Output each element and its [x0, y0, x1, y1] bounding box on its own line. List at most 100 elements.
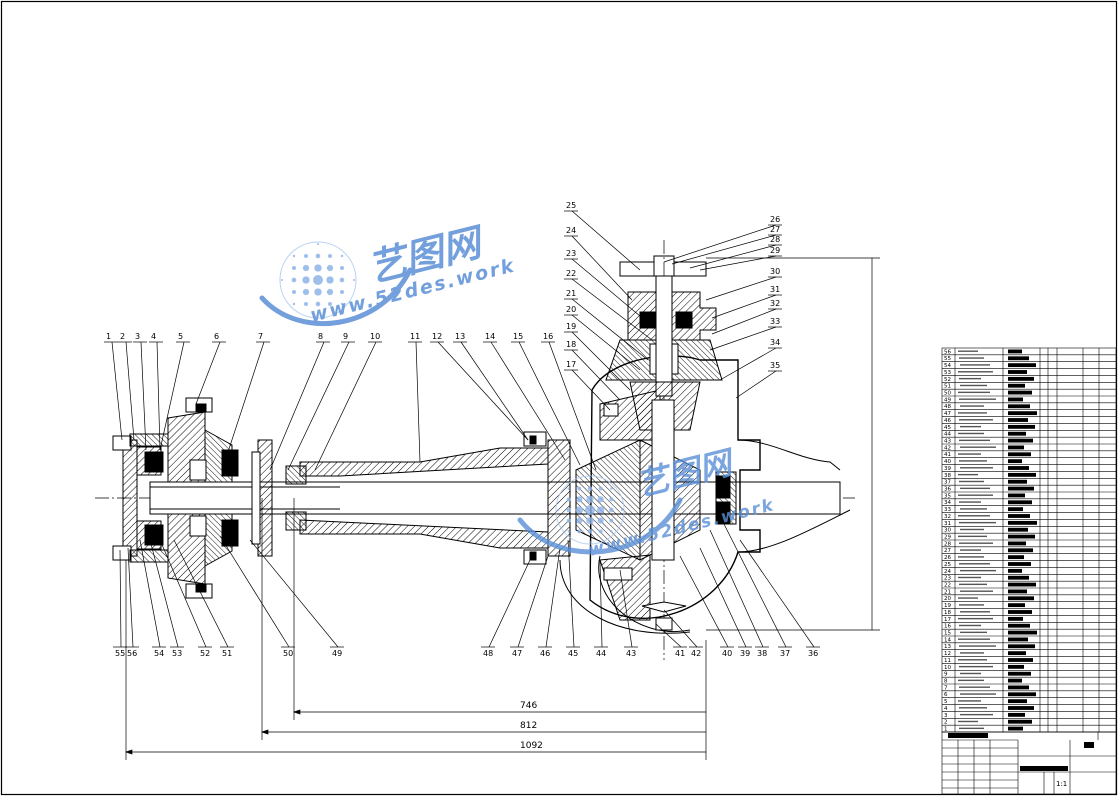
- globe-dot: [302, 264, 310, 272]
- redacted-cell: [1008, 555, 1024, 560]
- parts-row-number: 20: [944, 596, 951, 602]
- part-number: 20: [566, 305, 576, 314]
- globe-dot: [598, 486, 603, 491]
- globe-dot: [589, 477, 591, 479]
- part-number: 10: [370, 332, 380, 341]
- name-cell-text: [960, 549, 981, 551]
- parts-row-number: 12: [944, 651, 951, 657]
- name-cell-text: [959, 398, 996, 400]
- name-cell-text: [960, 508, 987, 510]
- part-number: 31: [770, 285, 780, 294]
- redacted-cell: [1008, 424, 1035, 429]
- name-cell-text: [958, 432, 984, 435]
- part-number: 42: [691, 649, 701, 658]
- parts-row-number: 29: [944, 535, 951, 541]
- leader-line: [571, 235, 633, 301]
- globe-dot: [576, 496, 583, 503]
- part-number: 36: [808, 649, 818, 658]
- part-number: 13: [455, 332, 465, 341]
- globe-dot: [291, 277, 297, 283]
- part-number: 48: [483, 649, 493, 658]
- part-number: 55: [115, 649, 125, 658]
- name-cell-text: [959, 439, 990, 442]
- globe-dot: [353, 279, 355, 281]
- redacted-cell: [1008, 527, 1028, 532]
- globe-dot: [303, 253, 309, 259]
- leader-line: [488, 559, 531, 648]
- redacted-cell: [1008, 376, 1034, 381]
- redacted-cell: [1008, 664, 1024, 669]
- redacted-cell: [1008, 493, 1025, 498]
- parts-row-number: 35: [944, 493, 951, 499]
- part-number: 19: [566, 322, 576, 331]
- redacted-cell: [1008, 637, 1028, 642]
- parts-row-number: 55: [944, 356, 951, 362]
- vertical-pinion-housing: [605, 240, 723, 660]
- parts-row-number: 22: [944, 583, 951, 589]
- leader-line: [571, 278, 653, 341]
- part-number: 54: [154, 649, 164, 658]
- name-cell-text: [959, 542, 993, 544]
- parts-row-number: 52: [944, 377, 951, 383]
- globe-dot: [567, 530, 570, 533]
- name-cell-text: [959, 563, 990, 565]
- globe-dot: [566, 518, 571, 523]
- name-cell-text: [959, 521, 996, 524]
- leader-line: [159, 539, 207, 648]
- redacted-cell: [1008, 699, 1027, 704]
- part-number: 35: [770, 361, 780, 370]
- name-cell-text: [958, 494, 993, 496]
- redacted-cell: [1008, 616, 1023, 621]
- leader-line: [269, 341, 325, 471]
- redacted-cell: [1008, 404, 1030, 409]
- leader-line: [723, 523, 787, 648]
- globe-dot: [587, 486, 593, 491]
- part-number: 51: [222, 649, 232, 658]
- dimension-value: 1092: [520, 741, 543, 751]
- leader-line: [545, 547, 561, 648]
- leader-line: [571, 369, 611, 411]
- parts-row-number: 28: [944, 541, 951, 547]
- part-number: 45: [568, 649, 578, 658]
- parts-row-number: 3: [944, 713, 948, 719]
- parts-row-number: 27: [944, 548, 951, 554]
- name-cell-text: [959, 645, 996, 647]
- parts-row-number: 15: [944, 631, 951, 637]
- parts-row-number: 42: [944, 445, 951, 451]
- redacted-cell: [1008, 356, 1029, 361]
- globe-dot: [575, 506, 583, 514]
- redacted-cell: [1008, 390, 1032, 395]
- redacted-cell: [1008, 507, 1023, 512]
- globe-dot: [577, 486, 582, 491]
- parts-row-number: 46: [944, 418, 951, 424]
- leader-line: [517, 555, 549, 648]
- parts-row-number: 18: [944, 610, 951, 616]
- parts-row-number: 9: [944, 672, 948, 678]
- leader-line: [719, 347, 777, 381]
- leader-line: [735, 370, 777, 399]
- name-cell-text: [960, 405, 984, 407]
- name-cell-text: [960, 467, 993, 469]
- globe-dot: [586, 495, 594, 504]
- parts-row-number: 8: [944, 679, 948, 685]
- part-number: 25: [566, 201, 576, 210]
- part-number: 50: [283, 649, 293, 658]
- globe-dot: [339, 277, 345, 283]
- globe-dot: [587, 529, 593, 534]
- redacted-cell: [1008, 610, 1032, 614]
- leader-line: [314, 341, 377, 471]
- redacted-cell: [1008, 623, 1030, 628]
- dimension-arrow: [292, 709, 301, 715]
- leader-line: [490, 341, 566, 461]
- globe-dot: [576, 517, 583, 524]
- pump-assembly: [95, 240, 855, 660]
- globe-dot: [586, 517, 594, 525]
- redacted-cell: [1008, 726, 1023, 731]
- redacted-cell: [1008, 445, 1024, 450]
- name-cell-text: [958, 659, 987, 661]
- globe-dot: [327, 301, 333, 307]
- parts-row-number: 47: [944, 411, 951, 417]
- name-cell-text: [959, 707, 987, 709]
